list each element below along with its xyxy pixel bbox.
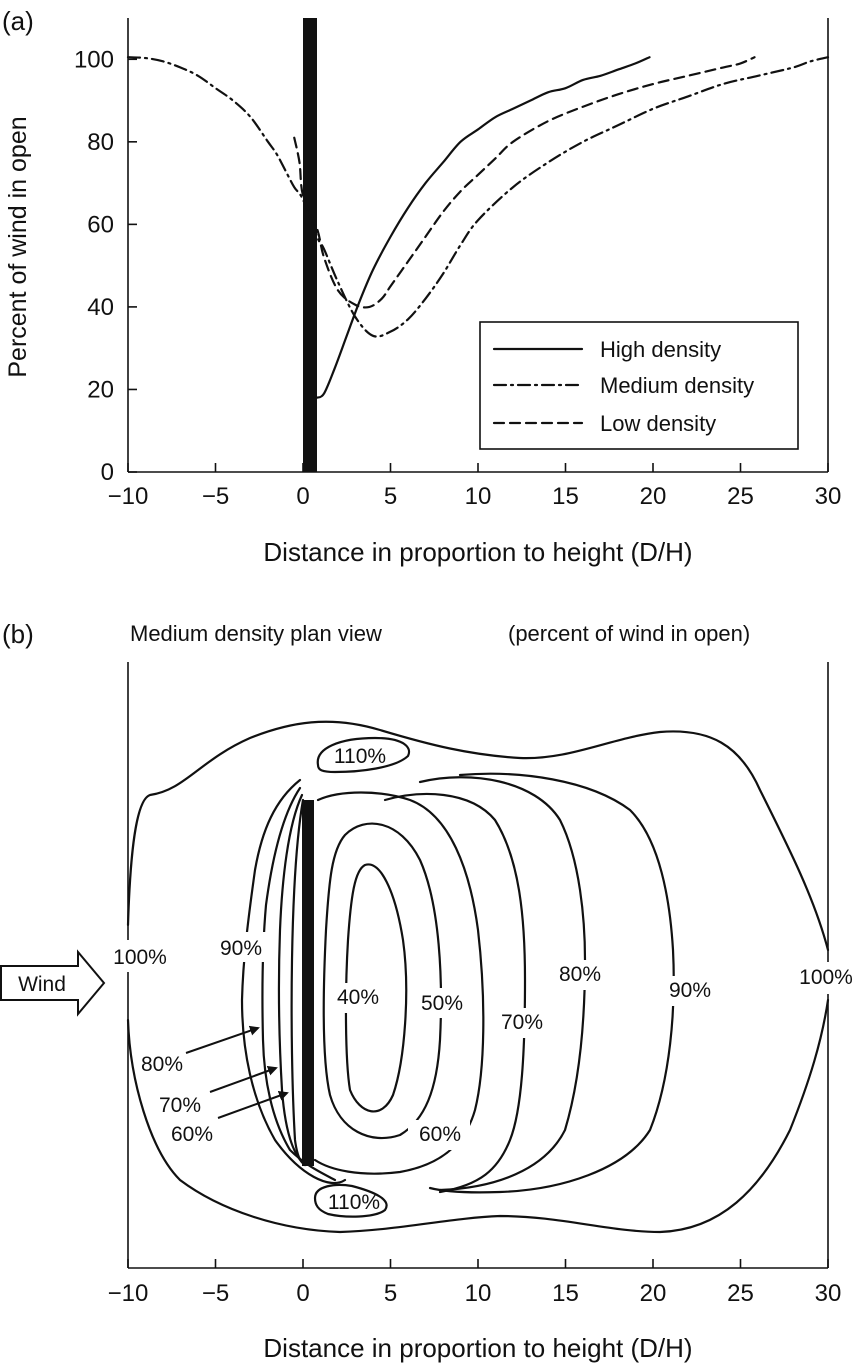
contour-labels: 100% 90% 80% 70% 60% 110% 110% 40% 50% 7… bbox=[106, 745, 858, 1214]
panel-a-x-axis-label: Distance in proportion to height (D/H) bbox=[263, 537, 692, 567]
x-tick-label: 0 bbox=[296, 1280, 309, 1307]
panel-a-label: (a) bbox=[2, 6, 34, 36]
x-tick-label: 25 bbox=[727, 483, 754, 510]
panel-a-y-axis-label: Percent of wind in open bbox=[4, 116, 32, 377]
contour-label: 60% bbox=[419, 1123, 461, 1146]
panel-a-y-ticks: 0 20 40 60 80 100 bbox=[74, 46, 137, 486]
contour-label: 40% bbox=[337, 986, 379, 1009]
contour-label: 70% bbox=[501, 1011, 543, 1034]
contour-110-bottom bbox=[313, 1183, 388, 1218]
x-tick-label: 15 bbox=[552, 1280, 579, 1307]
contour-label: 110% bbox=[328, 1191, 380, 1214]
x-tick-label: 0 bbox=[296, 483, 309, 510]
contour-60-right bbox=[313, 791, 485, 1175]
x-tick-label: −5 bbox=[202, 483, 229, 510]
legend-label-medium: Medium density bbox=[600, 373, 754, 398]
x-tick-label: 20 bbox=[640, 1280, 667, 1307]
panel-b-x-ticks: −10 −5 0 5 10 15 20 25 30 bbox=[108, 1259, 842, 1307]
x-tick-label: 15 bbox=[552, 483, 579, 510]
x-tick-label: −10 bbox=[108, 1280, 149, 1307]
panel-a: (a) Percent of wind in open −10 −5 0 5 10 15 2… bbox=[2, 6, 841, 567]
legend-label-low: Low density bbox=[600, 411, 716, 436]
contour-60-left bbox=[290, 798, 307, 1167]
arrow-70 bbox=[209, 1066, 278, 1093]
x-tick-label: 5 bbox=[384, 1280, 397, 1307]
panel-b: (b) Medium density plan view (percent of… bbox=[0, 619, 858, 1363]
contour-90-right bbox=[428, 772, 675, 1194]
contour-70-left bbox=[277, 793, 307, 1167]
contour-50 bbox=[322, 822, 443, 1140]
contour-100-outer bbox=[126, 720, 830, 952]
series-line-solid bbox=[315, 56, 651, 399]
y-tick-label: 80 bbox=[87, 129, 114, 156]
contour-label: 50% bbox=[421, 992, 463, 1015]
contours bbox=[126, 720, 830, 1234]
series-line-dashed bbox=[293, 56, 756, 309]
contour-label: 80% bbox=[141, 1053, 183, 1076]
panel-b-subtitle: (percent of wind in open) bbox=[508, 621, 750, 646]
legend-label-high: High density bbox=[600, 337, 721, 362]
x-tick-label: 25 bbox=[727, 1280, 754, 1307]
panel-a-series bbox=[126, 56, 830, 399]
panel-b-title: Medium density plan view bbox=[130, 621, 382, 646]
contour-label: 70% bbox=[159, 1094, 201, 1117]
panel-b-barrier bbox=[302, 800, 314, 1166]
panel-a-legend: High density Medium density Low density bbox=[479, 321, 799, 450]
y-tick-label: 40 bbox=[87, 294, 114, 321]
panel-b-x-axis-label: Distance in proportion to height (D/H) bbox=[263, 1333, 692, 1363]
x-tick-label: 10 bbox=[465, 1280, 492, 1307]
x-tick-label: 20 bbox=[640, 483, 667, 510]
y-tick-label: 60 bbox=[87, 211, 114, 238]
contour-label: 100% bbox=[113, 946, 167, 969]
contour-70-right bbox=[383, 792, 527, 1194]
wind-label: Wind bbox=[18, 973, 66, 996]
x-tick-label: 10 bbox=[465, 483, 492, 510]
panel-a-barrier bbox=[303, 18, 317, 472]
y-tick-label: 0 bbox=[101, 459, 114, 486]
contour-80-left bbox=[261, 786, 337, 1182]
contour-label: 100% bbox=[799, 966, 853, 989]
contour-label: 90% bbox=[669, 979, 711, 1002]
legend-box bbox=[479, 321, 799, 450]
panel-a-x-ticks: −10 −5 0 5 10 15 20 25 30 bbox=[108, 463, 842, 510]
contour-100-outer-bottom bbox=[126, 998, 830, 1234]
contour-label: 60% bbox=[171, 1123, 213, 1146]
x-tick-label: −10 bbox=[108, 483, 149, 510]
x-tick-label: −5 bbox=[202, 1280, 229, 1307]
y-tick-label: 100 bbox=[74, 46, 114, 73]
contour-label: 80% bbox=[559, 963, 601, 986]
x-tick-label: 30 bbox=[815, 1280, 842, 1307]
wind-arrow-shape bbox=[0, 949, 106, 1017]
label-arrows bbox=[185, 1025, 289, 1119]
wind-arrow: Wind bbox=[0, 949, 106, 1017]
contour-label: 90% bbox=[220, 937, 262, 960]
panel-b-label: (b) bbox=[2, 619, 34, 649]
series-line-dashdot bbox=[126, 56, 830, 338]
x-tick-label: 5 bbox=[384, 483, 397, 510]
y-tick-label: 20 bbox=[87, 376, 114, 403]
contour-110-top bbox=[316, 736, 411, 774]
contour-40 bbox=[344, 863, 408, 1113]
x-tick-label: 30 bbox=[815, 483, 842, 510]
arrow-80 bbox=[185, 1025, 260, 1054]
arrow-60 bbox=[217, 1091, 289, 1119]
contour-90-left bbox=[240, 778, 347, 1185]
contour-label: 110% bbox=[334, 745, 386, 768]
